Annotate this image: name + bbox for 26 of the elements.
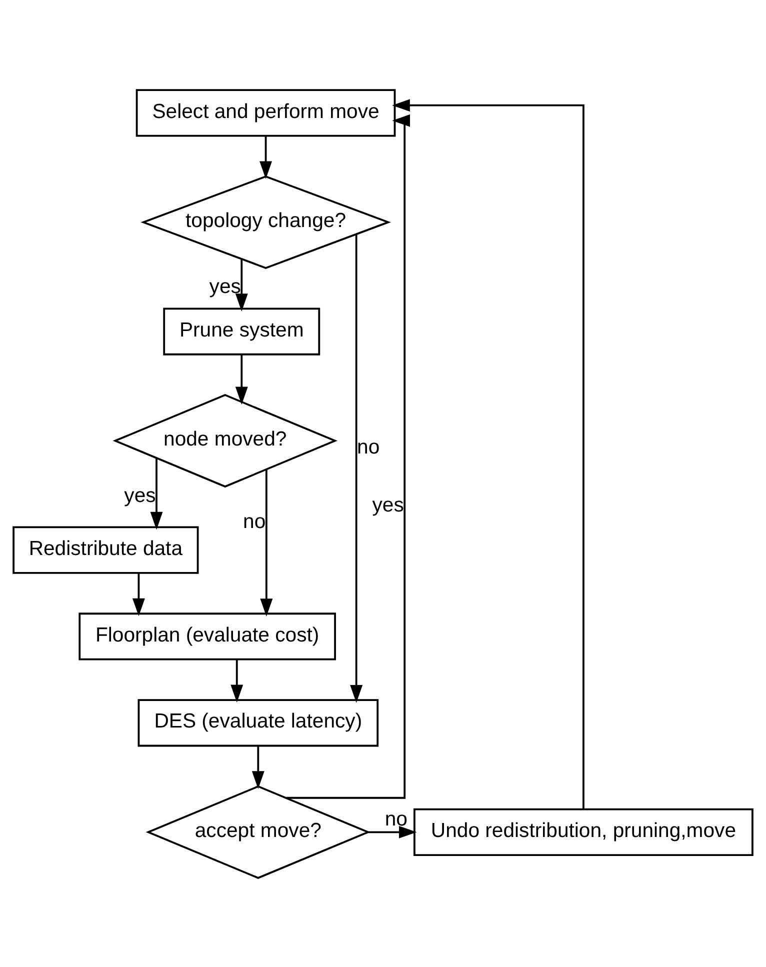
arrow bbox=[235, 354, 248, 404]
node-diamond: accept move? bbox=[146, 784, 371, 878]
node-diamond: node moved? bbox=[112, 394, 338, 488]
arrow bbox=[392, 98, 584, 809]
edge-label: yes bbox=[209, 276, 241, 298]
arrow bbox=[368, 825, 417, 838]
node-box: Undo redistribution, pruning,move bbox=[414, 808, 754, 856]
arrow bbox=[286, 114, 410, 798]
node-box: DES (evaluate latency) bbox=[138, 698, 379, 746]
arrow bbox=[260, 469, 273, 616]
arrow bbox=[252, 746, 264, 788]
arrow bbox=[150, 458, 163, 530]
edge-label: no bbox=[357, 436, 380, 458]
node-box: Select and perform move bbox=[136, 88, 396, 136]
edge-label: no bbox=[243, 510, 266, 533]
edge-label: no bbox=[384, 808, 408, 830]
arrow bbox=[230, 659, 244, 702]
arrow bbox=[235, 258, 248, 311]
edge-label: yes bbox=[372, 494, 404, 516]
node-diamond: topology change? bbox=[140, 174, 391, 268]
arrow bbox=[350, 234, 363, 702]
arrow bbox=[132, 572, 145, 616]
node-box: Prune system bbox=[163, 307, 320, 355]
arrow bbox=[260, 136, 272, 179]
node-box: Redistribute data bbox=[12, 526, 199, 574]
node-box: Floorplan (evaluate cost) bbox=[78, 612, 336, 660]
